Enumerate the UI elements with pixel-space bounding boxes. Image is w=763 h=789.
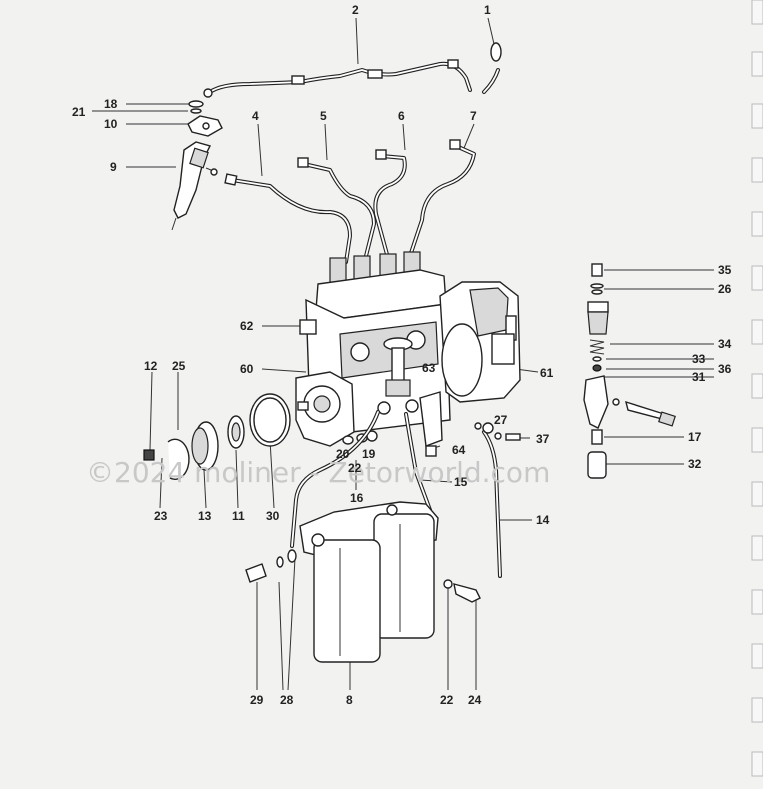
- part-label-4: 4: [252, 109, 259, 123]
- part-label-20: 20: [336, 447, 350, 461]
- part-label-24: 24: [468, 693, 482, 707]
- bolts-and-washers: [245, 549, 481, 603]
- part-label-19: 19: [362, 447, 376, 461]
- watermark-text: ©2024 moliner - Zetorworld.com: [86, 456, 550, 489]
- part-label-32: 32: [688, 457, 702, 471]
- part-label-28: 28: [280, 693, 294, 707]
- part-label-11: 11: [232, 509, 245, 523]
- injection-pump-body: [295, 251, 521, 457]
- part-label-31: 31: [692, 370, 706, 384]
- part-label-10: 10: [104, 117, 118, 131]
- fuel-lines: [290, 410, 521, 578]
- injector-components: [583, 263, 676, 479]
- part-label-6: 6: [398, 109, 405, 123]
- part-label-64: 64: [452, 443, 466, 457]
- part-label-5: 5: [320, 109, 327, 123]
- part-label-12: 12: [144, 359, 158, 373]
- part-label-1: 1: [484, 3, 491, 17]
- binder-tabs: [751, 0, 763, 777]
- part-label-21: 21: [72, 105, 86, 119]
- part-label-23: 23: [154, 509, 168, 523]
- part-label-9: 9: [110, 160, 117, 174]
- part-label-37: 37: [536, 432, 550, 446]
- drive-coupling-parts: [143, 393, 291, 481]
- part-label-26: 26: [718, 282, 732, 296]
- part-label-18: 18: [104, 97, 118, 111]
- part-label-22-lower: 22: [440, 693, 454, 707]
- part-label-25: 25: [172, 359, 186, 373]
- injector-assembly-9: [171, 100, 223, 231]
- part-label-27: 27: [494, 413, 508, 427]
- part-number-labels: 1 2 18 21 10 9 4 5 6 7 62 60 63 61 12 25…: [72, 3, 732, 707]
- delivery-pipes-4-7: [224, 139, 476, 264]
- part-label-61: 61: [540, 366, 554, 380]
- part-label-16: 16: [350, 491, 364, 505]
- fuel-filter-8: [299, 501, 439, 663]
- part-label-36: 36: [718, 362, 732, 376]
- part-label-30: 30: [266, 509, 280, 523]
- part-label-34: 34: [718, 337, 732, 351]
- part-label-7: 7: [470, 109, 477, 123]
- part-label-22: 22: [348, 461, 362, 475]
- part-label-14: 14: [536, 513, 550, 527]
- part-label-33: 33: [692, 352, 706, 366]
- part-label-29: 29: [250, 693, 264, 707]
- part-label-13: 13: [198, 509, 212, 523]
- part-label-15: 15: [454, 475, 468, 489]
- part-label-2: 2: [352, 3, 359, 17]
- part-label-63: 63: [422, 361, 436, 375]
- part-label-62: 62: [240, 319, 254, 333]
- banjo-connector-1: [482, 42, 502, 94]
- part-label-35: 35: [718, 263, 732, 277]
- part-label-60: 60: [240, 362, 254, 376]
- part-label-17: 17: [688, 430, 702, 444]
- part-label-8: 8: [346, 693, 353, 707]
- delivery-pipe-2: [203, 59, 472, 98]
